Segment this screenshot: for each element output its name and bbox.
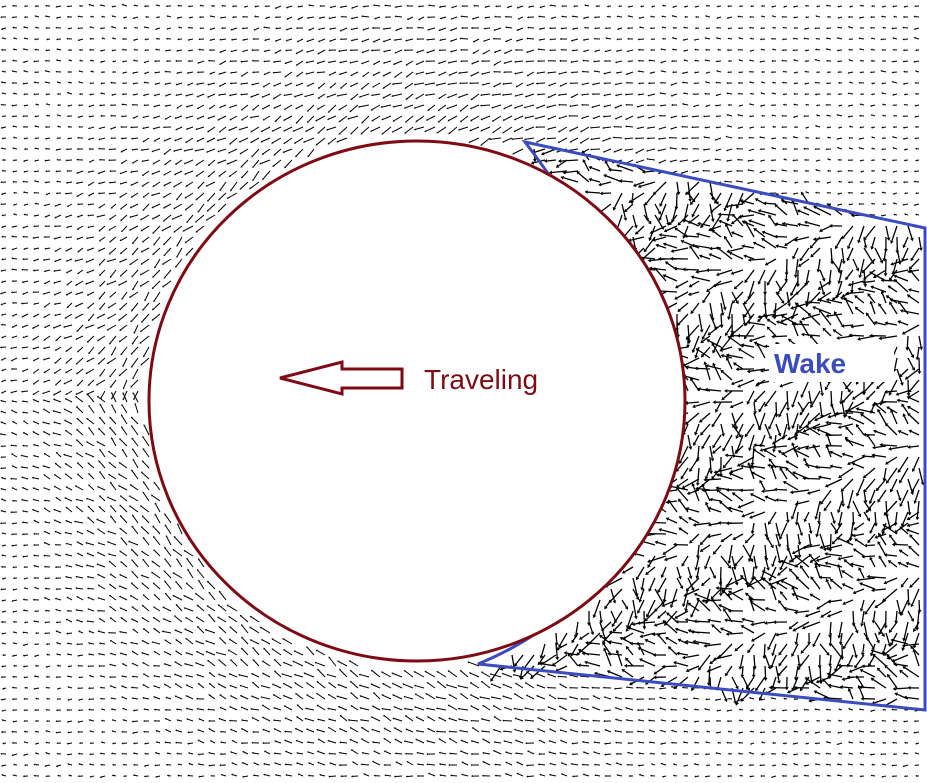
traveling-label: Traveling <box>424 364 538 395</box>
wake-label-background <box>769 344 894 382</box>
arrow-left-icon <box>279 360 404 396</box>
traveling-body-circle <box>147 139 687 663</box>
wake-label: Wake <box>774 348 846 379</box>
